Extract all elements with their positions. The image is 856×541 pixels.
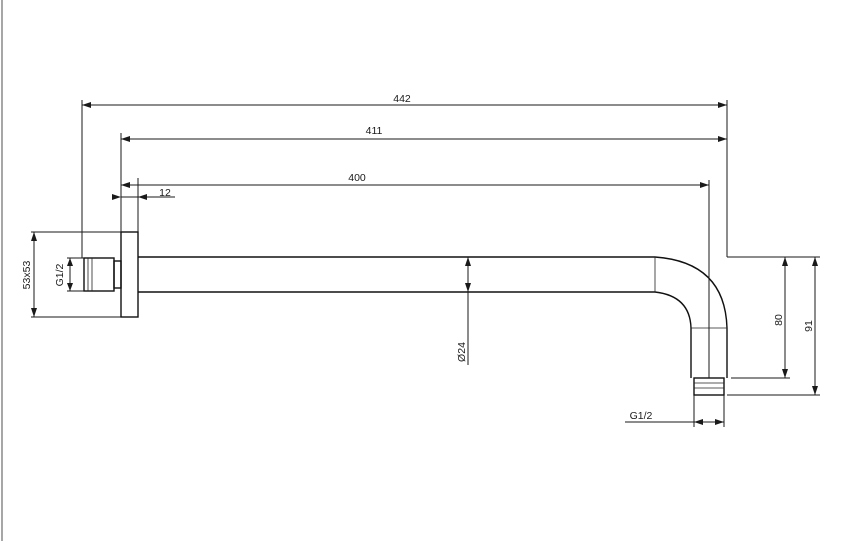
dim-diameter: Ø24 bbox=[456, 257, 471, 365]
dim-g12-inlet: G1/2 bbox=[54, 257, 84, 292]
dim-g12-outlet: G1/2 bbox=[625, 395, 725, 427]
dim-80-label: 80 bbox=[773, 314, 785, 326]
dim-80: 80 bbox=[727, 256, 790, 379]
dim-53x53-label: 53x53 bbox=[21, 261, 33, 290]
dim-g12-inlet-label: G1/2 bbox=[54, 263, 66, 286]
dim-411: 411 bbox=[120, 125, 727, 232]
dim-442: 442 bbox=[81, 93, 728, 258]
shower-arm bbox=[138, 256, 728, 378]
dim-diameter-label: Ø24 bbox=[456, 342, 468, 362]
dim-53x53: 53x53 bbox=[21, 231, 121, 318]
dim-12: 12 bbox=[112, 187, 175, 200]
dim-400-label: 400 bbox=[348, 172, 366, 184]
dim-12-label: 12 bbox=[159, 187, 171, 199]
dim-91: 91 bbox=[727, 256, 820, 396]
dim-g12-outlet-label: G1/2 bbox=[630, 410, 653, 422]
outlet-connector bbox=[693, 377, 725, 396]
dim-411-label: 411 bbox=[366, 125, 383, 137]
dim-91-label: 91 bbox=[803, 320, 815, 332]
inlet-connector bbox=[83, 257, 122, 292]
wall-plate bbox=[120, 231, 139, 318]
dim-400: 400 bbox=[121, 172, 710, 378]
dim-442-label: 442 bbox=[393, 93, 411, 105]
